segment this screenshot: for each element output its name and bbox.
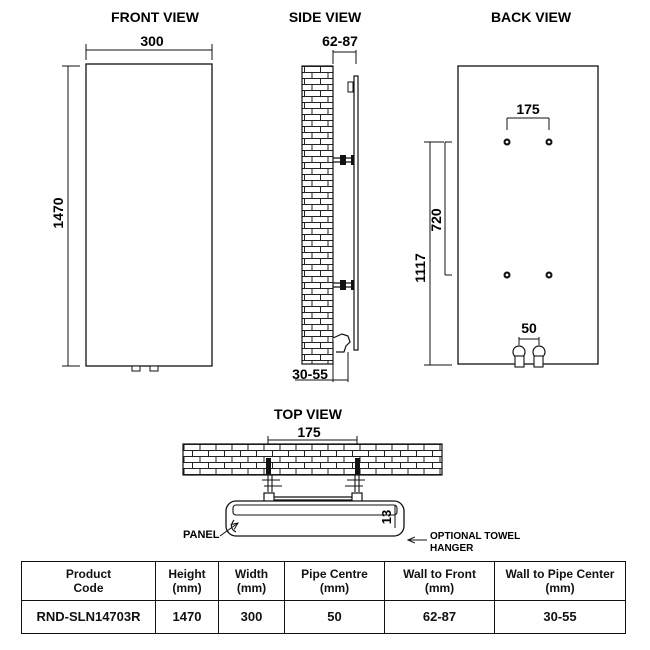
spec-value-row: RND-SLN14703R 1470 300 50 62-87 30-55 xyxy=(21,600,626,634)
back-view: BACK VIEW 175 720 1117 50 xyxy=(412,9,599,368)
towel-hanger-line-2: HANGER xyxy=(430,543,474,554)
top-brick-wall xyxy=(182,443,443,476)
front-height-label: 1470 xyxy=(50,197,66,228)
side-bracket-bottom xyxy=(333,280,354,290)
top-panel-label: PANEL xyxy=(183,529,220,541)
back-pipe-height-label: 1117 xyxy=(412,253,428,283)
side-pipe-valve xyxy=(332,333,351,353)
back-valves xyxy=(512,345,546,368)
spec-value-wall-to-front: 62-87 xyxy=(384,600,495,634)
spec-value-product-code: RND-SLN14703R xyxy=(21,600,156,634)
spec-header-pipe-centre: Pipe Centre (mm) xyxy=(284,561,385,601)
front-valve-right xyxy=(149,365,159,372)
front-radiator-panel xyxy=(85,63,213,367)
spec-value-width: 300 xyxy=(218,600,285,634)
spec-header-wall-to-front: Wall to Front (mm) xyxy=(384,561,495,601)
spec-value-height: 1470 xyxy=(155,600,219,634)
back-radiator-panel xyxy=(457,65,599,365)
spec-table: Product Code Height (mm) Width (mm) Pipe… xyxy=(21,561,626,634)
top-view: TOP VIEW 175 13 PANEL OPTIO xyxy=(182,406,523,554)
back-view-title: BACK VIEW xyxy=(491,9,572,25)
top-depth-label: 13 xyxy=(379,510,394,524)
spec-header-wall-to-pipe: Wall to Pipe Center (mm) xyxy=(494,561,626,601)
spec-header-height: Height (mm) xyxy=(155,561,219,601)
back-pipe-centre-label: 50 xyxy=(521,320,537,336)
top-towel-hanger-label: OPTIONAL TOWEL HANGER xyxy=(430,531,523,554)
spec-value-wall-to-pipe: 30-55 xyxy=(494,600,626,634)
top-bracket-spacing-label: 175 xyxy=(297,424,321,440)
front-view: FRONT VIEW 300 1470 xyxy=(50,9,213,372)
spec-value-pipe-centre: 50 xyxy=(284,600,385,634)
side-view: SIDE VIEW 62-87 30-55 xyxy=(289,9,362,382)
back-mounting-holes xyxy=(503,138,553,279)
spec-header-row: Product Code Height (mm) Width (mm) Pipe… xyxy=(21,561,626,601)
side-wall-to-pipe-label: 30-55 xyxy=(292,366,328,382)
top-view-title: TOP VIEW xyxy=(274,406,343,422)
side-wall-to-front-label: 62-87 xyxy=(322,33,358,49)
spec-header-product-code: Product Code xyxy=(21,561,156,601)
back-bracket-spacing-label: 175 xyxy=(516,101,540,117)
front-valve-left xyxy=(131,365,141,372)
side-radiator-panel xyxy=(353,75,359,351)
side-view-title: SIDE VIEW xyxy=(289,9,362,25)
side-brick-wall xyxy=(301,65,334,365)
back-bracket-vertical-label: 720 xyxy=(428,208,444,232)
front-width-label: 300 xyxy=(140,33,164,49)
towel-hanger-line-1: OPTIONAL TOWEL xyxy=(430,531,520,542)
side-bracket-top xyxy=(333,155,354,165)
spec-header-width: Width (mm) xyxy=(218,561,285,601)
front-view-title: FRONT VIEW xyxy=(111,9,200,25)
